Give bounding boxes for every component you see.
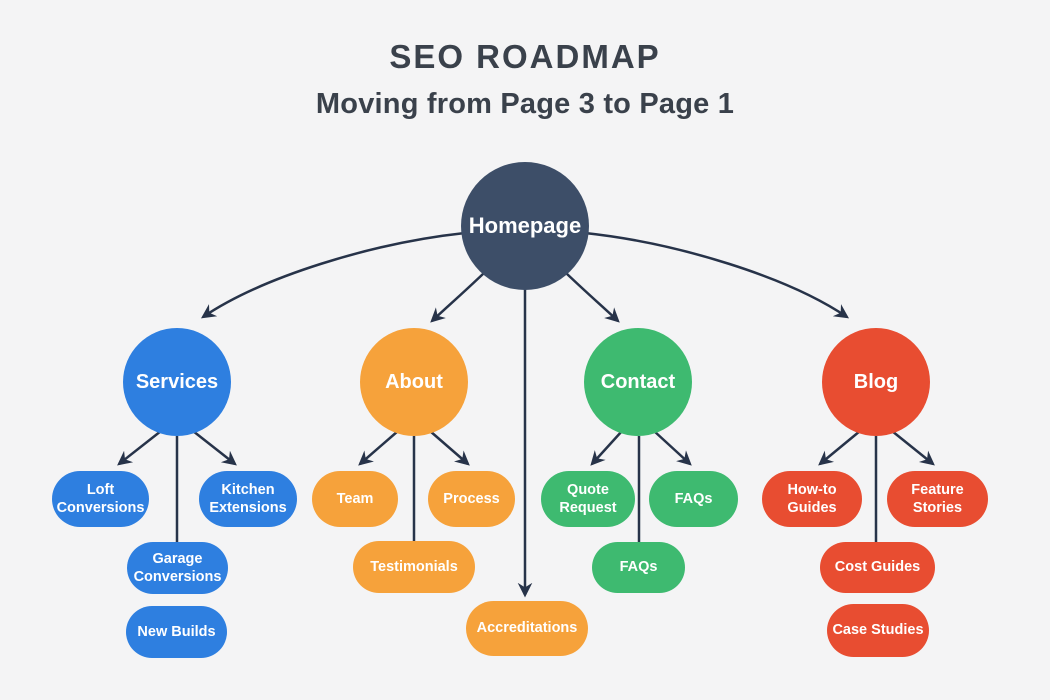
diagram-header: SEO ROADMAP Moving from Page 3 to Page 1 [0,38,1050,121]
node-contact: Contact [584,328,692,436]
node-services: Services [123,328,231,436]
connector-blog-feature-stories [891,430,935,466]
node-accreditations-label: Accreditations [476,620,578,637]
node-contact-label: Contact [600,370,676,393]
node-how-to-guides-label: How-to Guides [787,481,837,516]
diagram-subtitle: Moving from Page 3 to Page 1 [315,88,735,120]
connector-homepage-about [430,272,485,323]
node-kitchen-extensions-label: Kitchen Extensions [209,481,287,516]
connector-contact-faqs-right [653,430,692,466]
connector-homepage-services [200,231,466,319]
node-testimonials: Testimonials [353,541,475,593]
connector-services-loft-conversions [117,430,162,466]
node-about: About [360,328,468,436]
node-cost-guides-label: Cost Guides [834,559,921,576]
connector-about-process [429,430,470,466]
node-case-studies: Case Studies [827,604,929,657]
node-faqs-right-label: FAQs [674,490,713,507]
node-about-label: About [385,370,443,393]
node-cost-guides: Cost Guides [820,542,935,593]
node-accreditations: Accreditations [466,601,588,656]
node-blog-label: Blog [853,370,899,393]
node-faqs-bottom-label: FAQs [619,559,658,576]
node-feature-stories-label: Feature Stories [911,481,964,516]
node-homepage-label: Homepage [468,213,582,238]
node-loft-conversions: Loft Conversions [52,471,149,527]
connector-homepage-contact [565,272,620,323]
diagram-title: SEO ROADMAP [389,38,661,75]
node-homepage: Homepage [461,162,589,290]
node-team-label: Team [336,490,374,507]
node-garage-conversions: Garage Conversions [127,542,228,594]
node-process: Process [428,471,515,527]
node-feature-stories: Feature Stories [887,471,988,527]
node-faqs-bottom: FAQs [592,542,685,593]
connector-blog-how-to-guides [818,430,861,466]
node-new-builds-label: New Builds [137,623,216,640]
node-quote-request: Quote Request [541,471,635,527]
node-testimonials-label: Testimonials [370,558,458,575]
node-process-label: Process [443,490,500,507]
connector-about-team [358,430,399,466]
node-loft-conversions-label: Loft Conversions [56,481,145,516]
connector-services-kitchen-extensions [192,430,237,466]
node-team: Team [312,471,398,527]
node-case-studies-label: Case Studies [832,622,924,639]
node-how-to-guides: How-to Guides [762,471,862,527]
node-faqs-right: FAQs [649,471,738,527]
node-kitchen-extensions: Kitchen Extensions [199,471,297,527]
node-quote-request-label: Quote Request [559,481,617,516]
connector-contact-quote-request [590,430,623,466]
node-new-builds: New Builds [126,606,227,658]
node-blog: Blog [822,328,930,436]
node-services-label: Services [135,370,219,393]
connector-homepage-blog [584,231,850,319]
node-garage-conversions-label: Garage Conversions [133,550,222,585]
